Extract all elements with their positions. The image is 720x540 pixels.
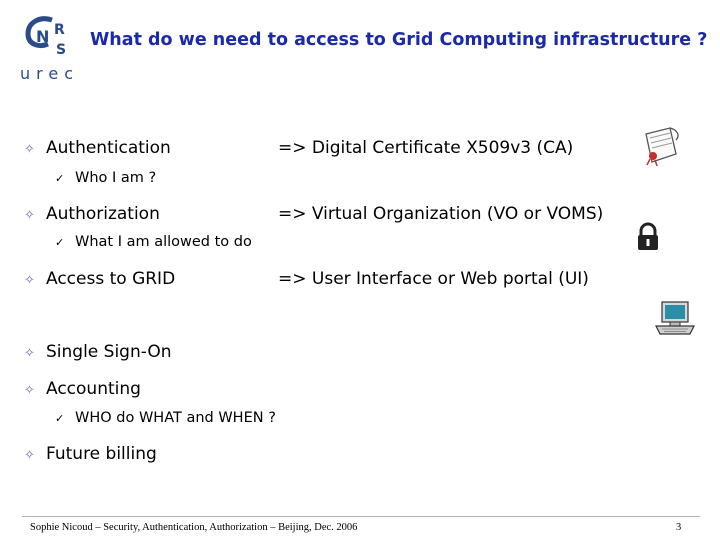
bullet-diamond-icon: ✧: [24, 208, 35, 223]
bullet-diamond-icon: ✧: [24, 346, 35, 361]
sub-bullet-label: Who I am ?: [75, 170, 157, 186]
check-icon: ✓: [55, 172, 65, 185]
bullet-label: Single Sign-On: [46, 342, 172, 362]
footer-divider: [22, 516, 700, 517]
bullet-future-billing: ✧ Future billing: [24, 444, 157, 464]
check-icon: ✓: [55, 412, 65, 425]
cnrs-urec-logo: N R S urec: [18, 14, 82, 83]
bullet-access-grid: ✧ Access to GRID: [24, 269, 175, 289]
bullet-label: Future billing: [46, 444, 157, 464]
bullet-diamond-icon: ✧: [24, 448, 35, 463]
footer-text: Sophie Nicoud – Security, Authentication…: [30, 522, 358, 533]
bullet-diamond-icon: ✧: [24, 273, 35, 288]
bullet-diamond-icon: ✧: [24, 142, 35, 157]
bullet-label: Authorization: [46, 204, 160, 224]
bullet-authorization: ✧ Authorization: [24, 204, 160, 224]
bullet-label: Authentication: [46, 138, 171, 158]
bullet-detail-authorization: => Virtual Organization (VO or VOMS): [278, 204, 604, 224]
bullet-detail-access: => User Interface or Web portal (UI): [278, 269, 589, 289]
computer-icon: [655, 301, 695, 335]
sub-bullet-who-what-when: ✓ WHO do WHAT and WHEN ?: [55, 410, 276, 426]
page-number: 3: [676, 522, 682, 533]
svg-text:S: S: [56, 42, 66, 58]
bullet-accounting: ✧ Accounting: [24, 379, 141, 399]
slide-title: What do we need to access to Grid Comput…: [90, 30, 708, 50]
bullet-label: Accounting: [46, 379, 141, 399]
svg-text:N: N: [36, 27, 49, 46]
sub-bullet-who: ✓ Who I am ?: [55, 170, 156, 186]
bullet-detail-authentication: => Digital Certificate X509v3 (CA): [278, 138, 574, 158]
cnrs-logo-icon: N R S: [25, 16, 66, 58]
logo-urec-text: urec: [20, 64, 80, 83]
sub-bullet-what: ✓ What I am allowed to do: [55, 234, 252, 250]
bullet-diamond-icon: ✧: [24, 383, 35, 398]
padlock-icon: [638, 222, 658, 250]
bullet-authentication: ✧ Authentication: [24, 138, 171, 158]
sub-bullet-label: WHO do WHAT and WHEN ?: [75, 410, 276, 426]
svg-text:R: R: [54, 22, 65, 38]
bullet-label: Access to GRID: [46, 269, 176, 289]
sub-bullet-label: What I am allowed to do: [75, 234, 252, 250]
check-icon: ✓: [55, 236, 65, 249]
bullet-single-sign-on: ✧ Single Sign-On: [24, 342, 172, 362]
certificate-icon: [645, 127, 679, 167]
